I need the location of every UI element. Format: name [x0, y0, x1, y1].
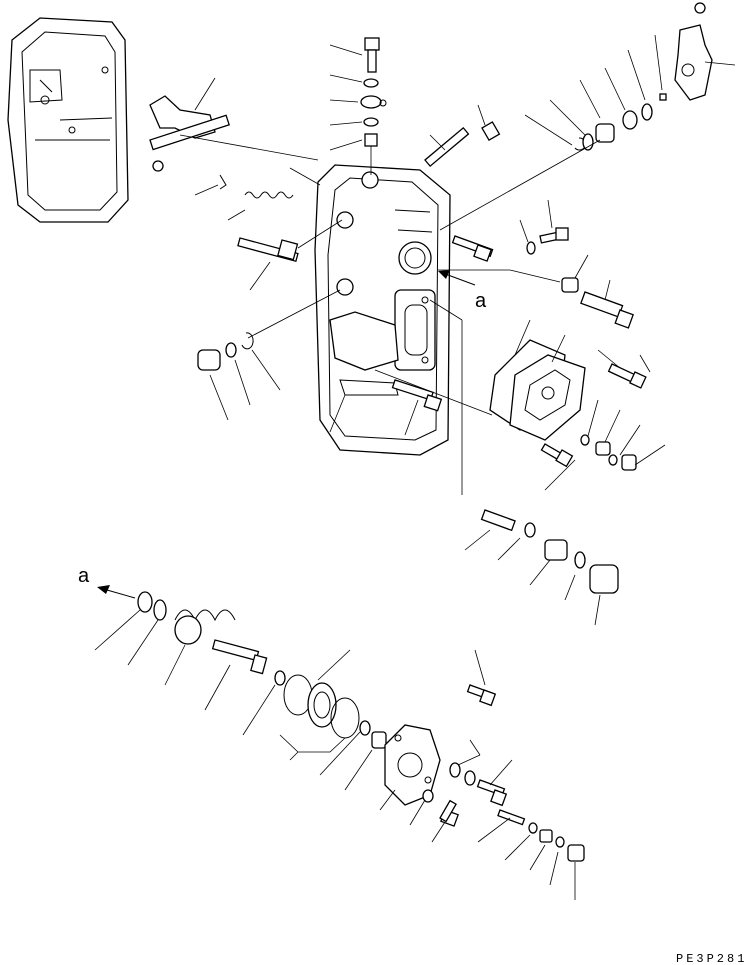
side-bolts	[438, 199, 634, 329]
callout-label-a-lower: a	[78, 565, 90, 587]
pump-body	[314, 164, 451, 456]
lower-fitting-stack	[429, 299, 619, 626]
callout-a-upper: a	[438, 270, 487, 312]
upper-rod	[424, 104, 501, 168]
top-fastener-stack	[329, 37, 387, 175]
lever-assembly	[149, 77, 319, 172]
callout-label-a-upper: a	[475, 290, 487, 312]
lower-bolts	[329, 379, 443, 436]
upper-right-parts	[439, 2, 736, 231]
callout-a-lower: a	[78, 565, 136, 599]
lower-exploded-row	[94, 591, 387, 791]
long-bolt-left	[237, 167, 343, 291]
cover-plate	[374, 319, 586, 441]
lower-housing	[379, 649, 585, 900]
cover-bolts	[540, 349, 666, 491]
left-plug	[197, 289, 341, 421]
figure-code: PE3P281	[676, 952, 746, 965]
governor-housing	[7, 17, 129, 223]
spring	[194, 174, 294, 221]
